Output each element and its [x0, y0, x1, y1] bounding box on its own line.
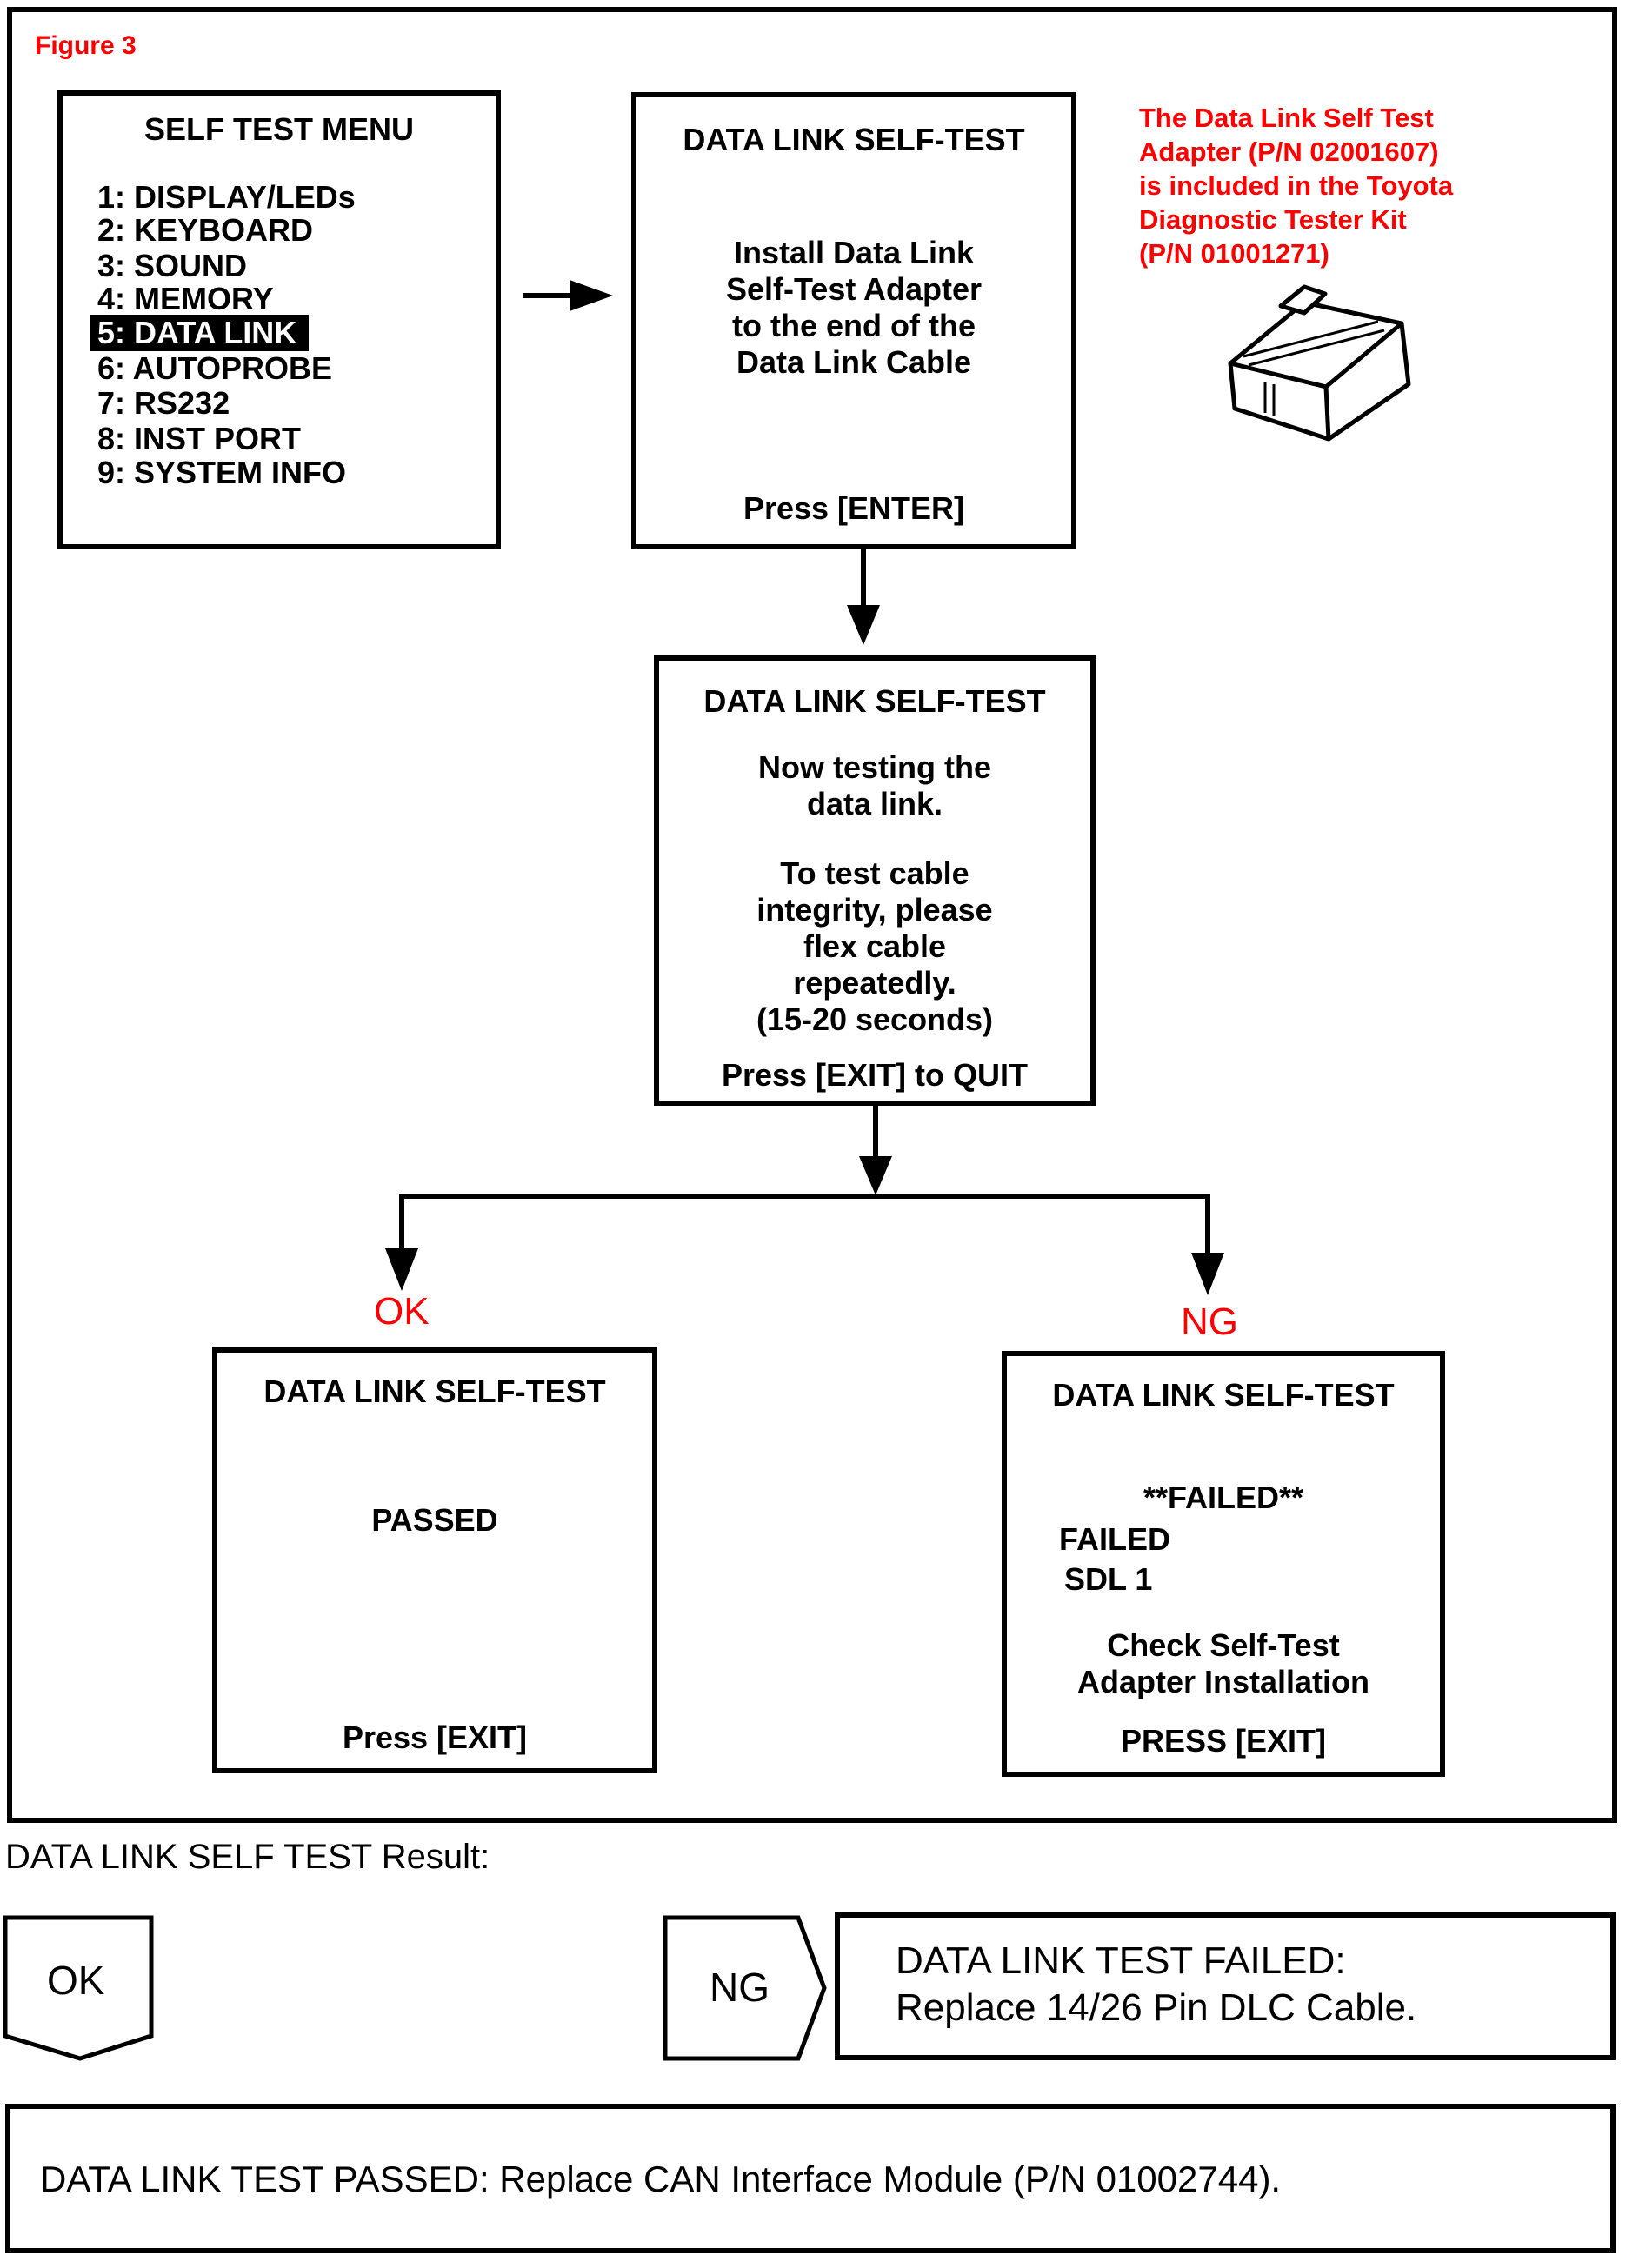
ok-tag-shape — [3, 1915, 154, 2061]
passed-screen: DATA LINK SELF-TEST PASSED Press [EXIT] — [212, 1347, 657, 1773]
menu-item-system-info[interactable]: 9: SYSTEM INFO — [97, 455, 347, 490]
menu-item-keyboard[interactable]: 2: KEYBOARD — [97, 212, 314, 248]
arrowhead-down — [385, 1248, 418, 1291]
passed-status: PASSED — [371, 1502, 498, 1538]
check-adapter-message: Check Self-Test Adapter Installation — [1076, 1627, 1370, 1699]
menu-item-autoprobe[interactable]: 6: AUTOPROBE — [97, 350, 333, 386]
menu-item-memory[interactable]: 4: MEMORY — [97, 281, 274, 316]
install-adapter-screen: DATA LINK SELF-TEST Install Data Link Se… — [631, 92, 1076, 549]
screen-title: DATA LINK SELF-TEST — [263, 1373, 606, 1409]
ng-action-box: DATA LINK TEST FAILED: Replace 14/26 Pin… — [835, 1912, 1616, 2060]
menu-title: SELF TEST MENU — [143, 111, 414, 147]
arrowhead-down — [847, 605, 880, 645]
arrowhead-down — [1191, 1253, 1224, 1295]
testing-screen: DATA LINK SELF-TEST Now testing the data… — [654, 655, 1096, 1106]
figure-frame — [7, 7, 1617, 1823]
ok-tag-label: OK — [47, 1958, 105, 2003]
failed-code: SDL 1 — [1064, 1561, 1153, 1597]
ng-tag-label: NG — [710, 1965, 770, 2010]
menu-item-data-link-selected[interactable]: 5: DATA LINK — [90, 315, 310, 351]
testing-status-text: Now testing the data link. — [758, 749, 991, 821]
menu-item-sound[interactable]: 3: SOUND — [97, 248, 248, 283]
exit-prompt: PRESS [EXIT] — [1120, 1723, 1327, 1759]
flex-cable-instruction: To test cable integrity, please flex cab… — [756, 855, 994, 1037]
exit-prompt: Press [EXIT] — [342, 1719, 528, 1755]
menu-item-rs232[interactable]: 7: RS232 — [97, 385, 230, 421]
failed-status: **FAILED** — [1143, 1480, 1304, 1515]
adapter-note: The Data Link Self Test Adapter (P/N 020… — [1139, 103, 1454, 269]
self-test-menu-screen: SELF TEST MENU 1: DISPLAY/LEDs 2: KEYBOA… — [57, 90, 501, 549]
branch-ok-label: OK — [374, 1290, 430, 1333]
failed-detail: FAILED — [1059, 1521, 1171, 1557]
arrowhead-down — [859, 1156, 892, 1195]
ng-action-title: DATA LINK TEST FAILED: — [896, 1939, 1346, 1982]
ok-action-text: DATA LINK TEST PASSED: Replace CAN Inter… — [40, 2158, 1282, 2199]
adapter-illustration — [1228, 284, 1411, 442]
result-heading: DATA LINK SELF TEST Result: — [5, 1838, 490, 1876]
exit-quit-prompt: Press [EXIT] to QUIT — [721, 1057, 1029, 1093]
instruction-text: Install Data Link Self-Test Adapter to t… — [725, 235, 983, 380]
menu-item-inst-port[interactable]: 8: INST PORT — [97, 421, 302, 456]
ng-tag-shape — [663, 1915, 827, 2061]
figure-label: Figure 3 — [35, 31, 137, 60]
screen-title: DATA LINK SELF-TEST — [683, 122, 1025, 157]
enter-prompt: Press [ENTER] — [743, 490, 965, 526]
branch-ng-label: NG — [1181, 1300, 1238, 1343]
screen-title: DATA LINK SELF-TEST — [703, 683, 1046, 719]
ok-action-box: DATA LINK TEST PASSED: Replace CAN Inter… — [5, 2104, 1616, 2253]
arrowhead-right — [570, 280, 613, 311]
screen-title: DATA LINK SELF-TEST — [1052, 1377, 1395, 1413]
ng-action-detail: Replace 14/26 Pin DLC Cable. — [896, 1986, 1417, 2029]
menu-item-display-leds[interactable]: 1: DISPLAY/LEDs — [97, 179, 356, 215]
failed-screen: DATA LINK SELF-TEST **FAILED** FAILED SD… — [1002, 1351, 1445, 1777]
